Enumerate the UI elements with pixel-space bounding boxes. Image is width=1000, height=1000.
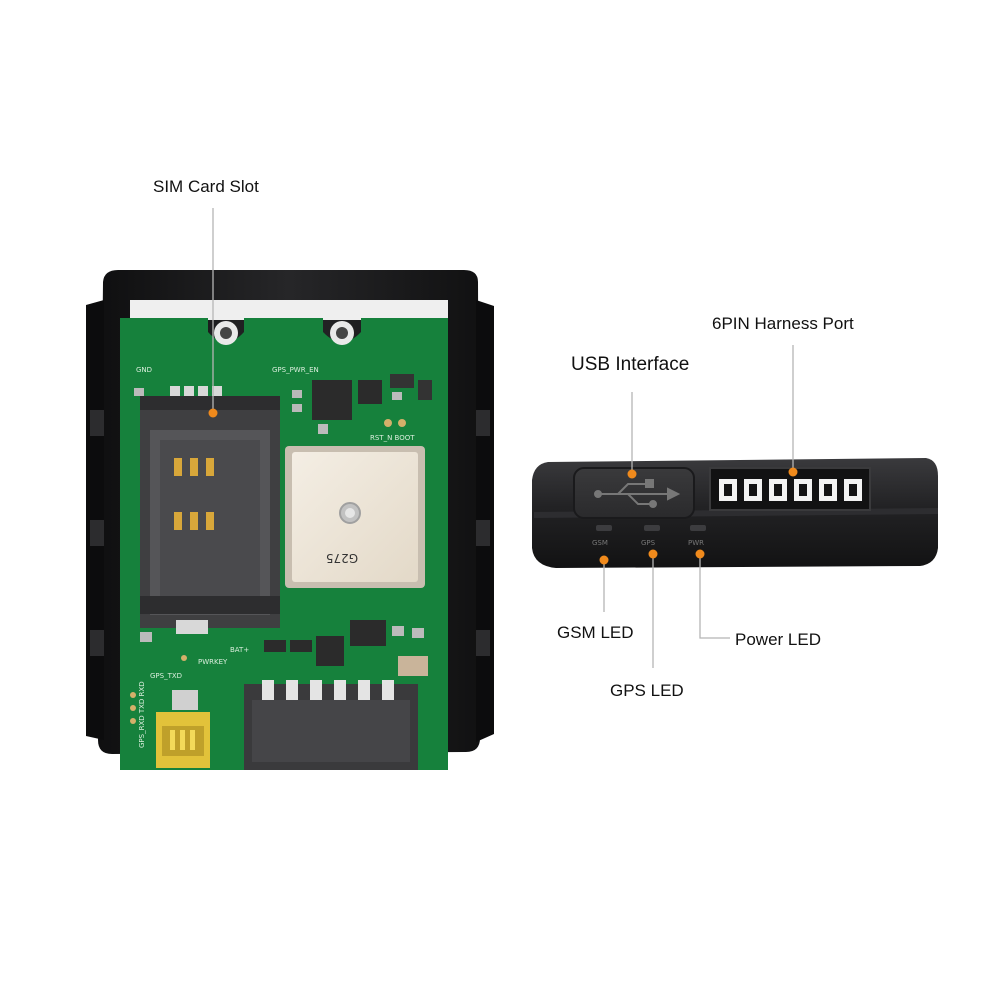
sim-callout-dot	[208, 408, 218, 418]
pcb-mount-holes	[214, 321, 354, 345]
silk-pwrkey: PWRKEY	[198, 658, 228, 666]
pcb-harness-connector	[244, 680, 418, 770]
callout-dots	[599, 467, 798, 565]
tracker-open-view: G275 GND	[86, 208, 494, 770]
callout-lines	[603, 345, 794, 668]
label-sim-card-slot: SIM Card Slot	[153, 177, 259, 196]
housing-text-pwr: PWR	[688, 539, 704, 547]
gps-antenna-patch: G275	[285, 446, 425, 588]
usb-symbol-icon	[594, 479, 681, 508]
label-harness-port: 6PIN Harness Port	[712, 314, 854, 333]
housing-notches	[90, 410, 490, 656]
silk-uart: GPS_RXD TXD RXD	[138, 681, 146, 748]
tracker-side-view: GSM GPS PWR	[532, 345, 938, 668]
silk-gps-pwr-en: GPS_PWR_EN	[272, 366, 319, 374]
led-windows	[596, 525, 706, 531]
silk-gps-txd: GPS_TXD	[150, 672, 182, 680]
label-gps-led: GPS LED	[610, 681, 684, 700]
label-gsm-led: GSM LED	[557, 623, 634, 642]
housing-text-gps: GPS	[641, 539, 656, 547]
usb-interface-cover	[573, 467, 695, 519]
mini-usb-port	[156, 690, 210, 768]
silk-gnd: GND	[136, 366, 152, 374]
housing-text-gsm: GSM	[592, 539, 608, 547]
top-clip-strip	[130, 300, 448, 320]
sim-card-holder	[140, 396, 280, 634]
silk-rst-boot: RST_N BOOT	[370, 434, 415, 442]
antenna-model-text: G275	[326, 551, 358, 565]
silk-bat: BAT+	[230, 646, 249, 654]
label-usb-interface: USB Interface	[571, 354, 690, 375]
label-power-led: Power LED	[735, 630, 821, 649]
pcb-components	[130, 374, 432, 724]
